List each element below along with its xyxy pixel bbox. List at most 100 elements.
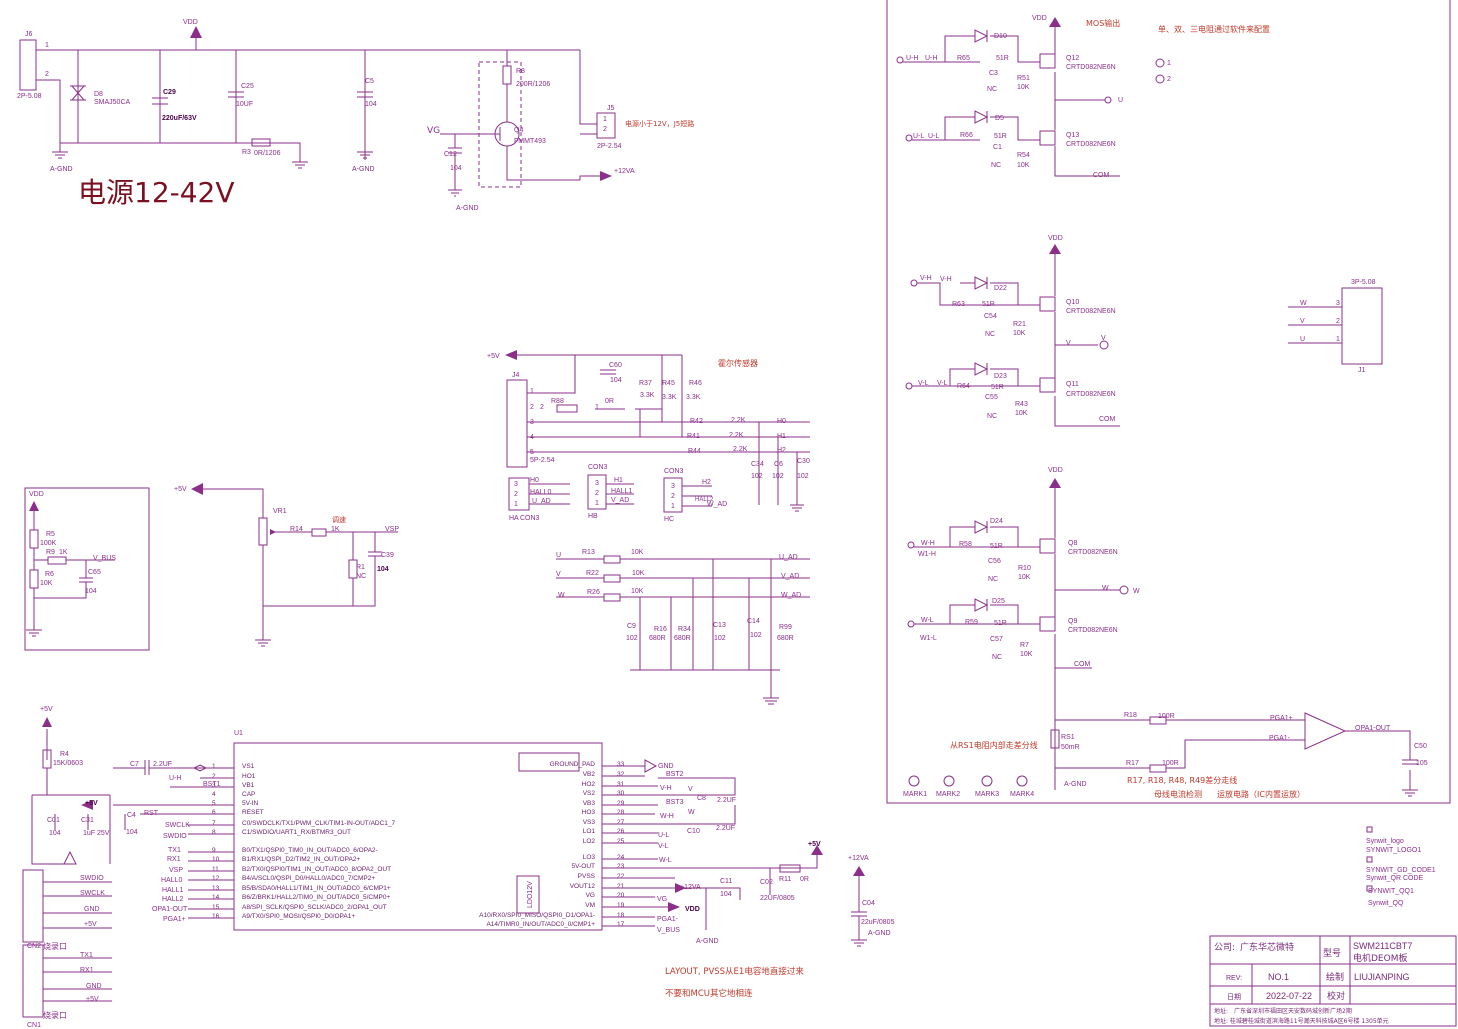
u-h-label: U-H — [906, 55, 918, 62]
c60-symbol — [600, 369, 616, 375]
logo-2: SYNWIT_LOGO1 — [1366, 847, 1421, 854]
c25-label: C25 — [241, 83, 254, 90]
sense-u-ad: U_AD — [779, 554, 798, 561]
vdd-flag — [668, 902, 680, 912]
mark4-label: MARK4 — [1010, 791, 1034, 798]
hc-pin2: 2 — [671, 493, 675, 500]
v-bus-label: V_BUS — [93, 555, 116, 562]
mcu-pin-num-16: 16 — [212, 913, 220, 920]
r88-value: 0R — [605, 398, 614, 405]
r14-resistor — [311, 528, 327, 537]
c14-value: 102 — [750, 632, 762, 639]
c7-label: C7 — [130, 761, 139, 768]
v-l-pin — [905, 382, 913, 390]
mcu-pin-name-31: HO2 — [582, 781, 596, 788]
mcu-pin-num-33: 33 — [617, 761, 625, 768]
v-l-label: V-L — [918, 380, 929, 387]
model-value: SWM211CBT7 — [1353, 941, 1412, 951]
ha-h0: H0 — [530, 477, 539, 484]
r37-value: 3.3K — [640, 392, 655, 399]
q4-wires — [440, 50, 580, 181]
r51-label: R51 — [1017, 75, 1030, 82]
cn2-gnd: GND — [84, 906, 100, 913]
c14-label: C14 — [747, 618, 760, 625]
addr-line-1: 广东省深圳市福田区天安数码城创新广场2期 — [1234, 1007, 1352, 1015]
net-hall0: HALL0 — [161, 877, 183, 884]
mcu-pin-num-29: 29 — [617, 800, 625, 807]
mcu-pin-name-22: PVSS — [578, 873, 596, 880]
vr1-label: VR1 — [273, 508, 287, 515]
net-bst1: BST1 — [203, 781, 221, 788]
w-l-pin — [907, 620, 915, 628]
mark1-fiducial — [908, 775, 920, 787]
v-h-gate-wires — [917, 282, 1040, 306]
opamp-symbol — [1304, 712, 1347, 750]
c50-value: 105 — [1416, 760, 1428, 767]
j1-type: 3P-5.08 — [1351, 279, 1376, 286]
q13-mosfet — [1039, 130, 1056, 146]
c12-label: C12 — [444, 151, 457, 158]
hc-h2: H2 — [702, 479, 711, 486]
c04-12va-label: +12VA — [848, 855, 869, 862]
hc-pin1: 1 — [671, 503, 675, 510]
d8-label: D8 — [94, 91, 103, 98]
d22-diode — [974, 276, 989, 290]
mark2-label: MARK2 — [936, 791, 960, 798]
mcu-pin-num-22: 22 — [617, 873, 625, 880]
r51r-label-4: 51R — [991, 384, 1004, 391]
j1-u-label: U — [1300, 336, 1305, 343]
w-l-label: W-L — [921, 617, 934, 624]
vdd-symbol-v — [1049, 244, 1061, 254]
company-label: 公司: — [1214, 942, 1235, 953]
r64-label: R64 — [957, 383, 970, 390]
mcu-pin-name-11: B2/TX0/QSPI0/TIM1_IN_OUT/ADC0_8/OPA2_OUT — [242, 866, 391, 873]
r5-value: 100K — [40, 540, 57, 547]
c31-value: 1uF 25V — [83, 830, 110, 837]
r13-value: 10K — [631, 549, 644, 556]
r42-label: R42 — [690, 418, 703, 425]
r1-label: R1 — [356, 564, 365, 571]
r7-value: 10K — [1020, 651, 1033, 658]
r5-resistor — [29, 529, 39, 549]
r63-label: R63 — [952, 301, 965, 308]
mcu-pin-name-13: B5/B/SDA0/HALL1/TIM1_IN_OUT/ADC0_6/CMP1+ — [242, 885, 391, 892]
j1-wires — [1288, 306, 1342, 344]
c4-label: C4 — [127, 812, 136, 819]
rs1-resistor — [1050, 729, 1060, 749]
layout-note-2: 不要和MCU其它地相连 — [665, 988, 753, 999]
net-gnd: GND — [658, 763, 674, 770]
w-net-label: W — [1102, 585, 1109, 592]
com-label-v: COM — [1099, 416, 1116, 423]
net-vl: V-L — [658, 843, 669, 850]
r13-label: R13 — [582, 549, 595, 556]
hall-section: 霍尔传感器 +5V J4 5P-2.54 1 2 2 3 4 5 R88 0R … — [487, 350, 810, 523]
net-bst3: BST3 — [666, 799, 684, 806]
q10-label: Q10 — [1066, 299, 1079, 306]
c57-label: C57 — [990, 636, 1003, 643]
r11-label: R11 — [779, 876, 791, 883]
mcu-pin-num-23: 23 — [617, 863, 625, 870]
v-h-label2: V-H — [940, 276, 952, 283]
mcu-pin-name-28: HO3 — [582, 809, 596, 816]
mcu-pin-name-23: 5V-OUT — [572, 863, 596, 870]
cn2-prog-label: 烧录口 — [43, 941, 67, 951]
r54-value: 10K — [1017, 162, 1030, 169]
v-net-label: V — [1066, 340, 1071, 347]
vdd-label-v: VDD — [1048, 235, 1063, 242]
sense-w-ad: W_AD — [781, 592, 801, 599]
r18-resistor — [1149, 716, 1167, 725]
d24-label: D24 — [990, 518, 1003, 525]
model-label: 型号 — [1323, 948, 1341, 959]
r51r-label-3: 51R — [982, 301, 995, 308]
r5-label: R5 — [46, 531, 55, 538]
net-pga1p: PGA1+ — [163, 916, 186, 923]
mcu-pin-num-31: 31 — [617, 781, 625, 788]
r44-label: R44 — [688, 448, 701, 455]
power-title: 电源12-42V — [78, 176, 235, 209]
cn1-prog-label: 烧录口 — [43, 1010, 67, 1020]
j1-w-label: W — [1300, 300, 1307, 307]
mcu-r11-5v-symbol — [811, 845, 823, 855]
mcu-pin-name-19: VM — [585, 902, 595, 909]
net-tx1: TX1 — [168, 847, 181, 854]
r6-label: R6 — [45, 571, 54, 578]
